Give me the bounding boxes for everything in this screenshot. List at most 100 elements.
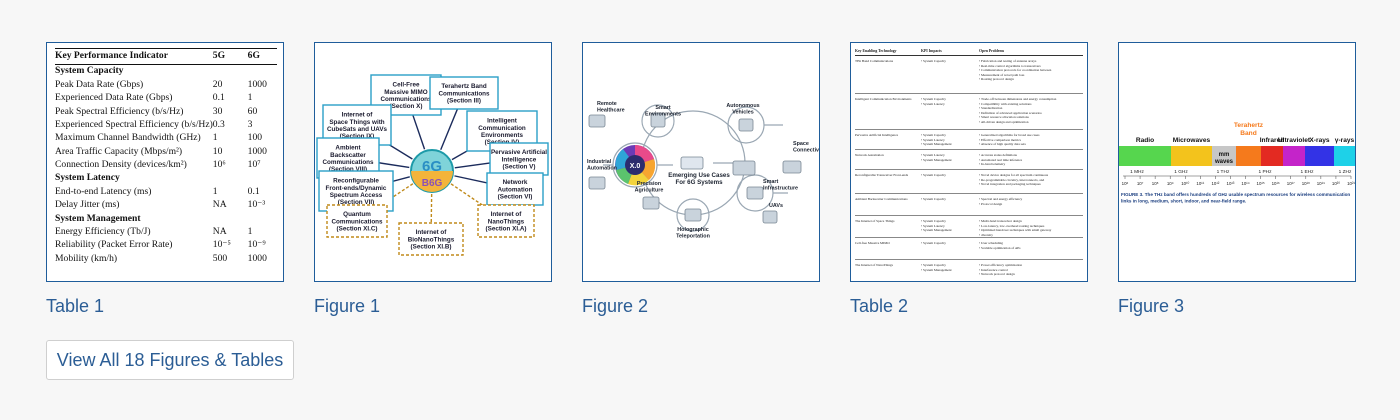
- tick-label: 10¹⁷: [1287, 181, 1295, 186]
- kpi-name: Experienced Spectral Efficiency (b/s/Hz): [55, 118, 213, 130]
- figure-2-caption-link[interactable]: Figure 2: [582, 296, 649, 316]
- use-case-label: Teleportation: [676, 234, 710, 240]
- technology-box-line: Intelligent: [487, 118, 518, 125]
- table-row: Cell-free Massive MIMO• System Capacity•…: [855, 238, 1083, 260]
- technology-box-line: (Section VI): [498, 194, 533, 201]
- open-problems-cell: • Multi-band transceiver design• Low-lat…: [979, 216, 1083, 237]
- frequency-label: 1 THz: [1217, 169, 1230, 175]
- table-row: Ambient Backscatter Communications • Syst…: [855, 194, 1083, 216]
- figure-3-caption-link[interactable]: Figure 3: [1118, 296, 1185, 316]
- kpi-impacts-cell: • System Capacity: [921, 238, 979, 259]
- kpi-impact-item: • System Capacity: [921, 197, 946, 201]
- open-problem-item: • Novel device designs for all spectrum …: [979, 173, 1049, 177]
- use-case-label: Connectivity: [793, 148, 819, 154]
- kpi-impact-item: • System Capacity: [921, 263, 946, 267]
- technology-cell: Pervasive Artificial Intelligence: [855, 133, 899, 137]
- table-1-thumbnail[interactable]: Key Performance Indicator 5G 6G System C…: [46, 42, 284, 282]
- use-case-label: Space: [793, 141, 809, 147]
- technology-cell: Ambient Backscatter Communications: [855, 197, 908, 201]
- open-problem-item: • Optimized handover techniques with sma…: [979, 228, 1052, 233]
- g6-value: 0.1: [247, 185, 260, 197]
- open-problem-item: • Protocol design: [979, 201, 1003, 206]
- technology-box-line: (Section VIII): [329, 166, 367, 173]
- open-problem-item: • Absence of high quality data sets: [979, 142, 1026, 147]
- tick-label: 10²¹: [1347, 181, 1355, 186]
- use-case-label: Automation: [587, 166, 617, 172]
- technology-box-line: Spectrum Access: [330, 192, 383, 199]
- open-problem-item: • Compatibility with existing solutions: [979, 101, 1032, 106]
- kpi-name: Energy Efficiency (Tb/J): [55, 225, 151, 237]
- technology-box-border: [429, 76, 499, 110]
- table-2-thumbnail[interactable]: Key Enabling Technology KPI Impacts Open…: [850, 42, 1088, 282]
- technology-box-line: Network: [503, 179, 528, 186]
- spectrum-bands: [1119, 146, 1355, 166]
- frequency-label: 1 PHz: [1258, 169, 1272, 175]
- g5-value: 1: [212, 185, 218, 197]
- spectrum-band: [1305, 146, 1334, 166]
- kpi-impact-item: • System Capacity: [921, 173, 946, 177]
- spectrum-band: [1236, 146, 1261, 166]
- 6g-column-header: 6G: [247, 49, 277, 65]
- kpi-impact-item: • System Capacity: [921, 97, 946, 101]
- kpi-impact-item: • System Management: [921, 142, 952, 147]
- open-problem-item: • Fabrication and testing of antenna arr…: [979, 59, 1037, 63]
- section-heading: System Management: [55, 212, 141, 224]
- open-problems-cell: • User scheduling• Scalable optimization…: [979, 238, 1083, 259]
- tick-label: 10¹⁰: [1181, 181, 1189, 186]
- table-1-caption-link[interactable]: Table 1: [46, 296, 105, 316]
- table-row: Intelligent Communication Environments• …: [855, 94, 1083, 130]
- tick-label: 10¹¹: [1196, 181, 1204, 186]
- open-problem-item: • diversity: [979, 232, 993, 237]
- open-problem-item: • Real-time control algorithms to transc…: [979, 63, 1041, 68]
- technology-box-border: [477, 204, 535, 238]
- kpi-impact-item: • System Capacity: [921, 241, 946, 245]
- section-heading: System Capacity: [55, 65, 124, 77]
- g5-value: 30: [212, 105, 223, 117]
- open-problem-item: • Standardization: [979, 106, 1003, 111]
- tick-label: 10⁸: [1152, 181, 1159, 186]
- figure-1-caption-link[interactable]: Figure 1: [314, 296, 381, 316]
- technology-box-line: Communication: [478, 125, 526, 132]
- figure-3-caption: FIGURE 3. The THz band offers hundreds o…: [1121, 192, 1350, 203]
- tick-label: 10²⁰: [1332, 181, 1340, 186]
- use-case-label: Smart: [655, 105, 670, 111]
- kpi-impacts-cell: • System Capacity• System Management: [921, 260, 979, 281]
- spectrum-band: [1261, 146, 1283, 166]
- open-problem-item: • Multi-band transceiver design: [979, 219, 1022, 223]
- g5-value: 10⁶: [212, 159, 226, 171]
- kpi-impacts-column-header: KPI Impacts: [921, 49, 942, 53]
- open-problem-item: • Trade-off between dimensions and energ…: [979, 97, 1057, 101]
- view-all-figures-button[interactable]: View All 18 Figures & Tables: [46, 340, 294, 380]
- table-row: Pervasive Artificial Intelligence • Syste…: [855, 130, 1083, 150]
- technology-box-line: Intelligence: [502, 156, 537, 163]
- table-row: Network Automation• System Latency• Syst…: [855, 150, 1083, 170]
- table-2-caption-link[interactable]: Table 2: [850, 296, 909, 316]
- kpi-impacts-cell: • System Capacity• System Latency• Syste…: [921, 130, 979, 149]
- g6-value: 10⁷: [247, 159, 261, 171]
- kpi-name: Mobility (km/h): [55, 252, 118, 264]
- x0-color-wheel: X.0: [615, 145, 656, 186]
- tick-label: 10⁶: [1122, 181, 1129, 186]
- kpi-impact-item: • System Latency: [921, 101, 945, 106]
- technology-box-line: (Section V): [503, 164, 536, 171]
- g5-value: 20: [212, 78, 223, 90]
- frequency-label: 1 MHz: [1130, 169, 1144, 175]
- use-case-label: Healthcare: [597, 108, 625, 114]
- use-case-label: Industrial: [587, 159, 612, 165]
- center-use-case-line: For 6G Systems: [675, 179, 723, 186]
- open-problem-item: • Automated real time inference: [979, 157, 1023, 162]
- tick-label: 10⁷: [1137, 181, 1144, 186]
- center-6g-label: 6G: [422, 158, 442, 175]
- use-case-label: Agriculture: [635, 188, 664, 194]
